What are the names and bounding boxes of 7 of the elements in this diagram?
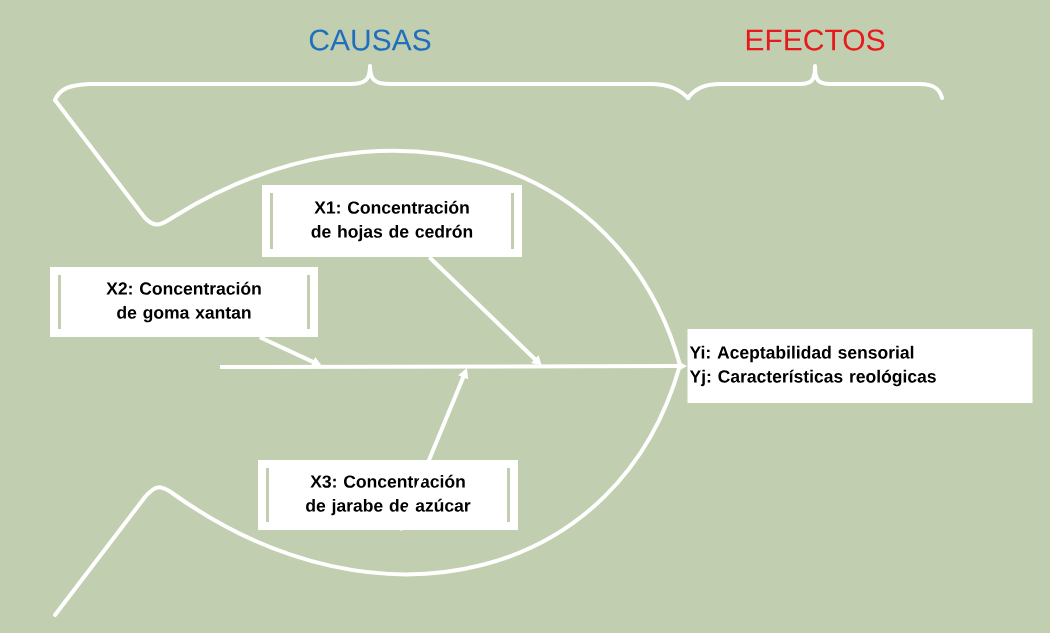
arrow	[428, 255, 542, 366]
cause-box: X1: Concentración de hojas de cedrón	[262, 185, 522, 257]
cause-box: X3: Concentración de jarabe de azúcar	[258, 460, 518, 530]
cause-box: X2: Concentración de goma xantan	[50, 267, 318, 337]
heading: CAUSAS	[309, 29, 431, 51]
cause-box: Yi: Aceptabilidad sensorial Yj: Características reológicas	[687, 329, 1033, 403]
heading: EFECTOS	[746, 29, 885, 51]
